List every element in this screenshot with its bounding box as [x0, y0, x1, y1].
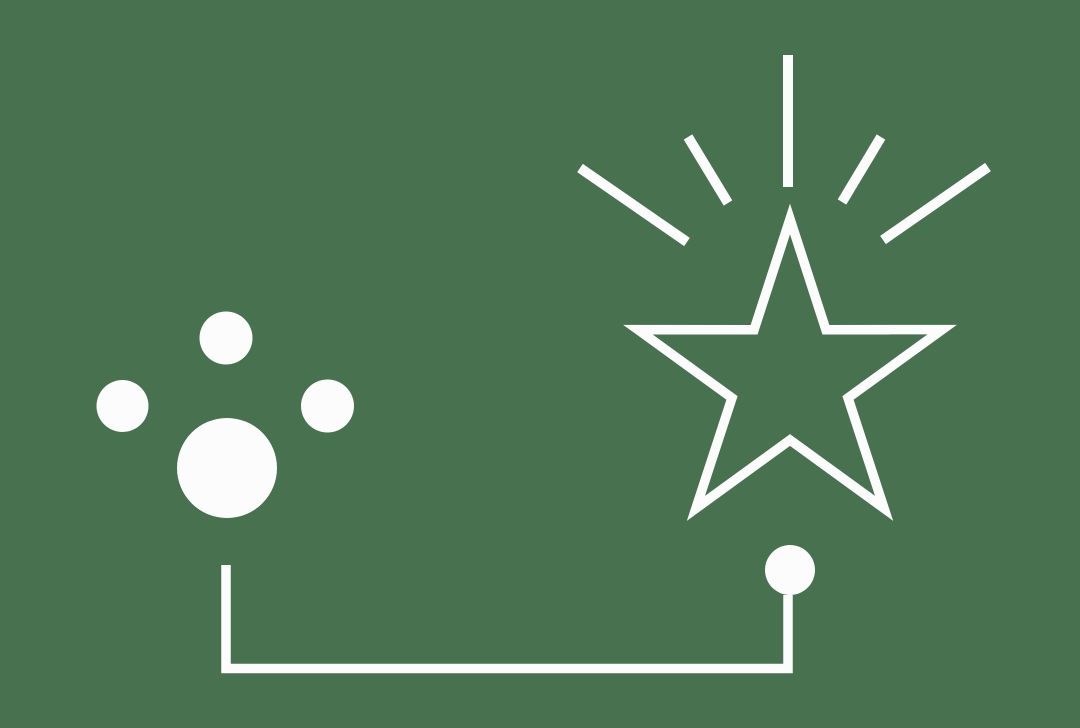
connector	[221, 545, 815, 674]
paw-toe-top-circle	[199, 311, 253, 365]
star-icon	[623, 203, 957, 521]
ray-mid-right	[837, 134, 886, 205]
sparkle-rays	[577, 55, 991, 247]
paw-toe-left-circle	[96, 380, 149, 432]
paw-pad-circle	[177, 418, 277, 518]
ray-far-left	[577, 163, 690, 247]
ray-far-right	[880, 162, 991, 245]
paw-toe-right-circle	[301, 379, 354, 433]
connector-endpoint-dot	[765, 545, 815, 595]
paw-print-icon	[96, 311, 354, 518]
ray-mid-left	[683, 134, 733, 206]
connector-line	[221, 565, 793, 674]
